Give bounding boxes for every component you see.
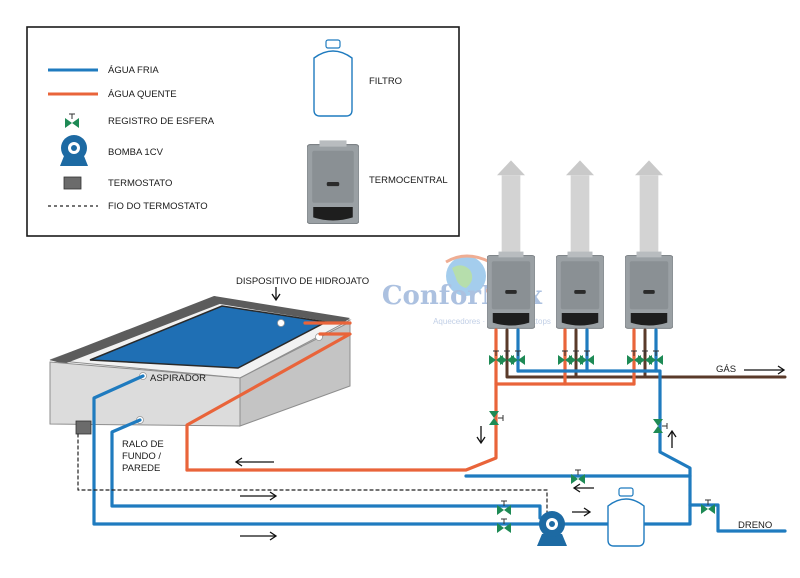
legend-heater: TERMOCENTRAL: [369, 175, 448, 186]
ball-valve-icon: [496, 500, 512, 516]
thermostat-icon: [63, 176, 82, 190]
heater-icon: [307, 140, 359, 224]
legend-filter: FILTRO: [369, 76, 402, 87]
chimney-3: [635, 160, 663, 254]
legend-hot-water: ÁGUA QUENTE: [108, 89, 177, 100]
chimney-2: [566, 160, 594, 254]
arrow-right-icon: [240, 491, 278, 501]
arrow-left-icon: [234, 457, 274, 467]
legend-box: [26, 26, 460, 237]
heater-1: [487, 251, 535, 329]
chimney-1: [497, 160, 525, 254]
legend-thermostat: TERMOSTATO: [108, 178, 172, 189]
arrow-up-icon: [667, 429, 677, 448]
arrow-right-icon: [572, 507, 592, 517]
legend-thermostat-wire: FIO DO TERMOSTATO: [108, 201, 208, 212]
legend-cold-water: ÁGUA FRIA: [108, 65, 159, 76]
ball-valve-icon: [700, 499, 716, 515]
arrow-right-icon: [744, 365, 786, 375]
label-aspirator: ASPIRADOR: [150, 373, 206, 384]
cold-water-pipe: [92, 328, 787, 533]
label-hydrojet: DISPOSITIVO DE HIDROJATO: [236, 276, 369, 287]
hydrojet-inlet: [277, 319, 285, 327]
label-dreno: DRENO: [738, 520, 772, 531]
pump-icon: [60, 135, 88, 166]
arrow-right-icon: [240, 531, 278, 541]
label-gas: GÁS: [716, 364, 736, 375]
thermostat-wire: [77, 433, 548, 519]
ball-valve-icon: [496, 518, 512, 534]
label-drain-3: PAREDE: [122, 463, 160, 474]
filter-icon: [313, 39, 353, 117]
label-drain-2: FUNDO /: [122, 451, 161, 462]
heater-3: [625, 251, 673, 329]
arrow-down-icon: [476, 426, 486, 445]
pump: [537, 511, 567, 546]
arrow-down-icon: [271, 287, 281, 302]
pool-thermostat: [75, 420, 92, 435]
arrow-left-icon: [572, 483, 594, 493]
filter: [607, 487, 645, 547]
legend: ÁGUA FRIA ÁGUA QUENTE REGISTRO DE ESFERA…: [26, 26, 460, 237]
hot-water-pipe: [185, 321, 636, 472]
legend-pump: BOMBA 1CV: [108, 147, 164, 158]
heater-2: [556, 251, 604, 329]
flow-arrows: [234, 287, 786, 541]
label-drain-1: RALO DE: [122, 439, 164, 450]
legend-ball-valve: REGISTRO DE ESFERA: [108, 116, 215, 127]
